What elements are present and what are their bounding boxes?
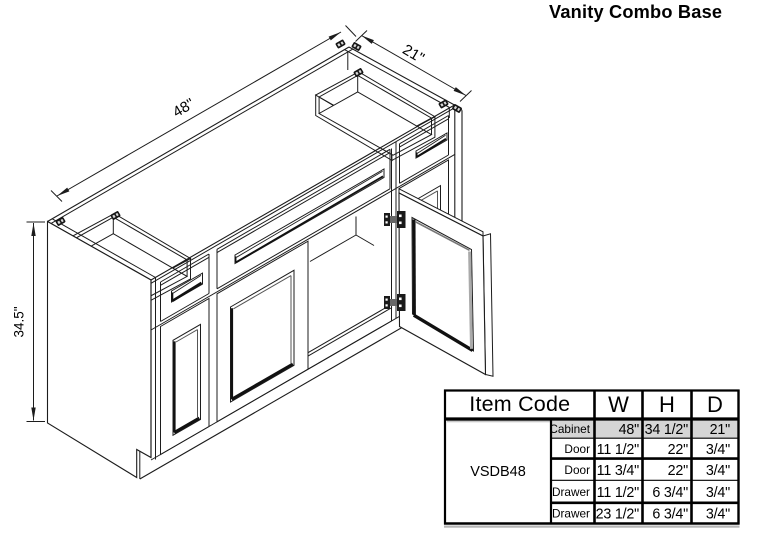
svg-text:Vanity Combo Base: Vanity Combo Base	[549, 2, 722, 22]
svg-text:22": 22"	[668, 442, 689, 458]
svg-text:Drawer: Drawer	[552, 507, 590, 521]
svg-text:11 3/4": 11 3/4"	[597, 463, 639, 479]
svg-text:11 1/2": 11 1/2"	[597, 485, 639, 501]
svg-text:34.5": 34.5"	[12, 306, 27, 337]
svg-text:6 3/4": 6 3/4"	[652, 507, 688, 523]
svg-text:11 1/2": 11 1/2"	[597, 442, 639, 458]
svg-text:Door: Door	[564, 442, 590, 456]
svg-text:H: H	[659, 392, 675, 417]
svg-text:3/4": 3/4"	[706, 507, 730, 523]
svg-text:48": 48"	[619, 422, 640, 438]
svg-text:3/4": 3/4"	[706, 442, 730, 458]
svg-text:34 1/2": 34 1/2"	[645, 422, 689, 438]
svg-text:Door: Door	[564, 463, 590, 477]
svg-text:23 1/2": 23 1/2"	[596, 507, 640, 523]
svg-text:21": 21"	[710, 422, 731, 438]
svg-text:VSDB48: VSDB48	[470, 464, 526, 480]
svg-text:Drawer: Drawer	[552, 485, 590, 499]
svg-text:D: D	[707, 392, 723, 417]
svg-text:6 3/4": 6 3/4"	[652, 485, 688, 501]
svg-text:3/4": 3/4"	[706, 463, 730, 479]
svg-text:Cabinet: Cabinet	[549, 422, 590, 436]
svg-text:Item Code: Item Code	[469, 392, 570, 416]
svg-text:22": 22"	[668, 463, 689, 479]
svg-text:W: W	[608, 392, 629, 417]
svg-text:3/4": 3/4"	[706, 485, 730, 501]
